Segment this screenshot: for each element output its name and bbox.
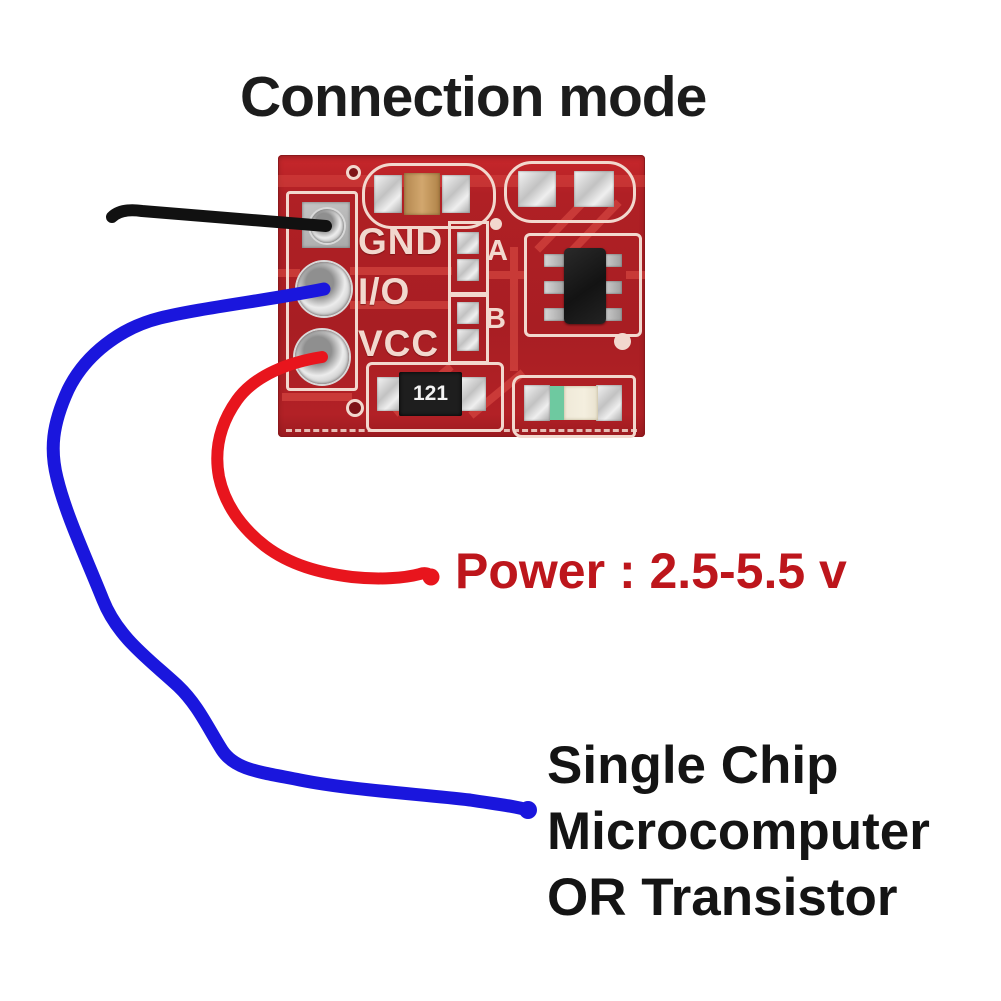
resistor-pad-left (377, 377, 401, 411)
electrode-pad-left (518, 171, 556, 207)
capacitor-pad-left (374, 175, 402, 213)
led-cathode-stripe (550, 386, 564, 420)
io-wire-end (519, 801, 537, 819)
jumper-a-pad-2 (457, 259, 479, 281)
ic-pin-l1 (544, 254, 566, 267)
electrode-silkscreen (504, 161, 636, 223)
vcc-pad (295, 330, 349, 384)
capacitor-body (404, 173, 440, 215)
io-pad (297, 262, 351, 316)
io-label: I/O (358, 271, 411, 312)
jumper-a-pad-1 (457, 232, 479, 254)
gnd-label: GND (358, 221, 444, 262)
mcu-line-1: Single Chip (547, 736, 839, 795)
page-title: Connection mode (240, 65, 707, 129)
mcu-line-2: Microcomputer (547, 802, 930, 861)
vcc-wire-end (422, 568, 440, 586)
power-annotation: Power : 2.5-5.5 v (455, 543, 847, 599)
touch-sensor-pcb: GND I/O VCC A B 121 (278, 155, 645, 438)
board-edge-dashes (286, 429, 637, 432)
ic-pin-l2 (544, 281, 566, 294)
gnd-pad-hole (310, 209, 344, 243)
resistor-pad-right (460, 377, 486, 411)
via-ring (346, 399, 364, 417)
resistor-body: 121 (399, 372, 462, 416)
jumper-a-label: A (487, 235, 508, 267)
jumper-b-pad-1 (457, 302, 479, 324)
jumper-b-pad-2 (457, 329, 479, 351)
led-pad-right (596, 385, 622, 421)
jumper-b-label: B (485, 303, 506, 335)
ic-pin-l3 (544, 308, 566, 321)
capacitor-pad-right (442, 175, 470, 213)
silkscreen-dot (614, 333, 631, 350)
silkscreen-dot-small (490, 218, 502, 230)
mcu-annotation: Single Chip Microcomputer OR Transistor (547, 733, 930, 931)
capacitor-silkscreen (362, 163, 496, 229)
led-pad-left (524, 385, 550, 421)
vcc-label: VCC (358, 323, 440, 364)
ic-chip (564, 248, 606, 324)
electrode-pad-right (574, 171, 614, 207)
led-body (564, 386, 598, 420)
mcu-line-3: OR Transistor (547, 868, 898, 927)
via-ring-top (346, 165, 361, 180)
